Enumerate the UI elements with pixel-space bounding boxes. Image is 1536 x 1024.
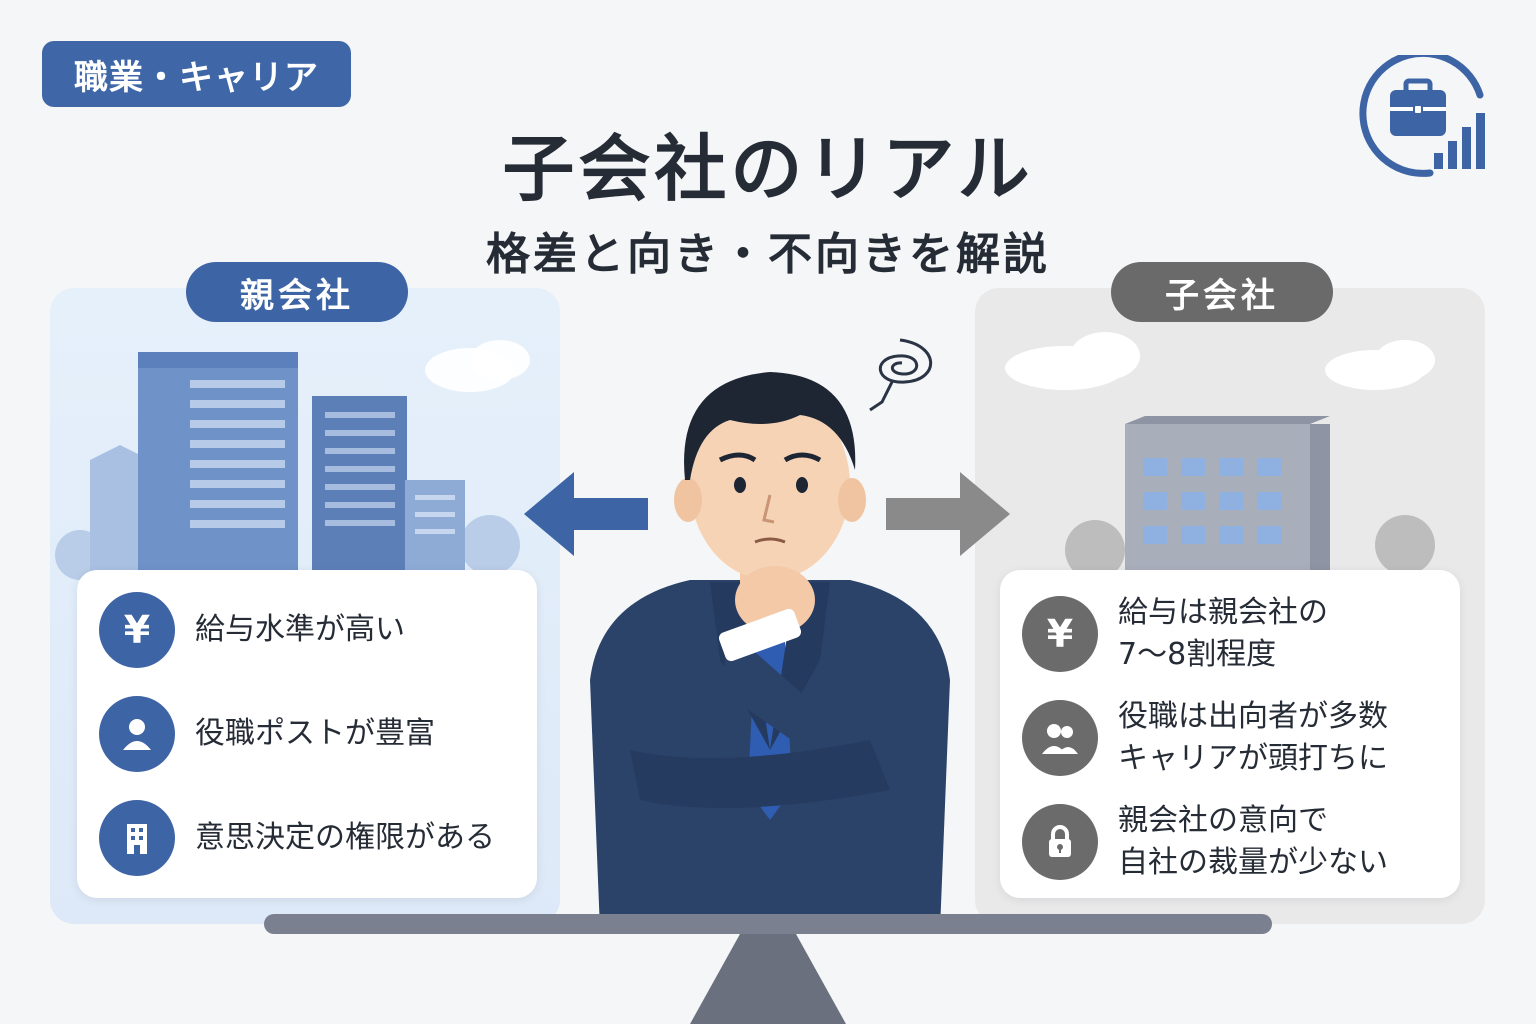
subsidiary-item-text: 親会社の意向で 自社の裁量が少ない bbox=[1118, 803, 1388, 880]
parent-item-position: 役職ポストが豊富 bbox=[99, 696, 435, 772]
parent-item-text: 役職ポストが豊富 bbox=[195, 716, 435, 751]
balance-scale-illustration bbox=[264, 914, 1272, 1024]
person-icon bbox=[99, 696, 175, 772]
category-tag: 職業・キャリア bbox=[42, 41, 351, 107]
left-arrow-icon bbox=[524, 472, 648, 556]
parent-buildings-illustration bbox=[55, 340, 530, 580]
page-title: 子会社のリアル bbox=[502, 127, 1034, 211]
subsidiary-label: 子会社 bbox=[1111, 262, 1333, 322]
parent-merits-card: ¥ 給与水準が高い 役職ポストが豊富 意思決定の権限がある bbox=[77, 570, 537, 898]
parent-item-text: 意思決定の権限がある bbox=[195, 820, 495, 855]
parent-company-label: 親会社 bbox=[186, 262, 408, 322]
subsidiary-demerits-card: ¥ 給与は親会社の 7〜8割程度 役職は出向者が多数 キャリアが頭打ちに 親会社… bbox=[1000, 570, 1460, 898]
yen-icon: ¥ bbox=[1022, 596, 1098, 672]
people-icon bbox=[1022, 700, 1098, 776]
parent-item-authority: 意思決定の権限がある bbox=[99, 800, 495, 876]
subsidiary-item-salary: ¥ 給与は親会社の 7〜8割程度 bbox=[1022, 592, 1328, 676]
subsidiary-building-illustration bbox=[1005, 332, 1435, 580]
page-subtitle: 格差と向き・不向きを解説 bbox=[486, 229, 1050, 280]
right-arrow-icon bbox=[886, 472, 1010, 556]
subsidiary-item-position: 役職は出向者が多数 キャリアが頭打ちに bbox=[1022, 696, 1388, 780]
subsidiary-item-text: 役職は出向者が多数 キャリアが頭打ちに bbox=[1118, 699, 1388, 776]
yen-icon: ¥ bbox=[99, 592, 175, 668]
briefcase-growth-logo-icon bbox=[1359, 55, 1485, 177]
lock-icon bbox=[1022, 804, 1098, 880]
parent-item-text: 給与水準が高い bbox=[195, 612, 405, 647]
subsidiary-item-discretion: 親会社の意向で 自社の裁量が少ない bbox=[1022, 800, 1388, 884]
subsidiary-item-text: 給与は親会社の 7〜8割程度 bbox=[1118, 595, 1328, 672]
building-icon bbox=[99, 800, 175, 876]
thinking-businessman-illustration bbox=[590, 338, 950, 930]
parent-item-salary: ¥ 給与水準が高い bbox=[99, 592, 405, 668]
